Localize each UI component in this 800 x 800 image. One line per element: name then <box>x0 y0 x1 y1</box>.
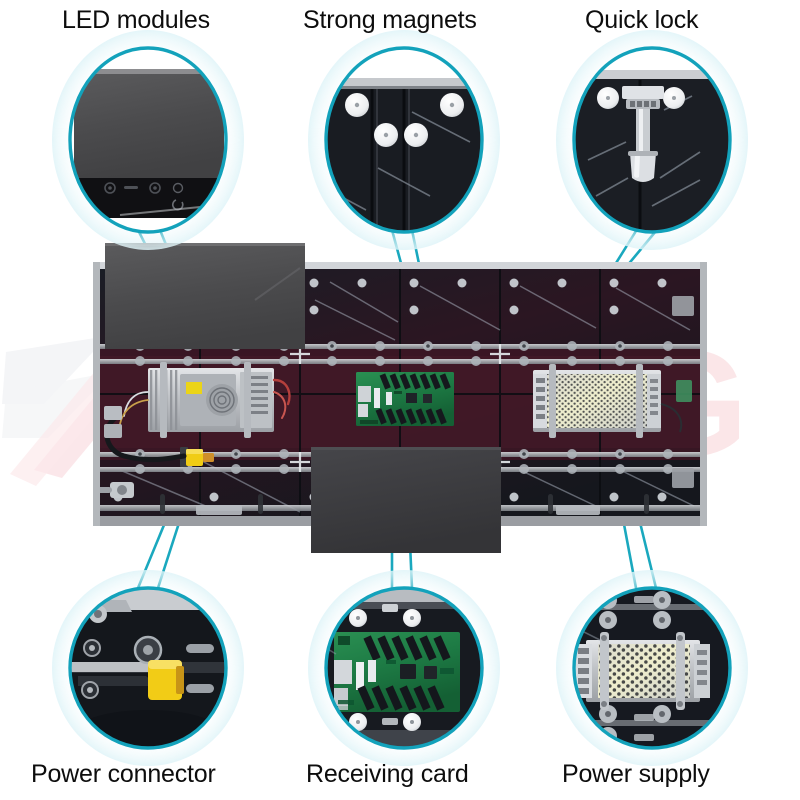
callout-ring-led <box>68 46 228 234</box>
label-strong-magnets: Strong magnets <box>303 6 477 34</box>
callout-ring-pconn <box>68 586 228 750</box>
magnet-pucks <box>345 93 464 147</box>
led-module-bottom-center <box>311 447 501 553</box>
led-module-top-left <box>105 243 305 349</box>
receiving-card <box>356 372 454 426</box>
label-receiving-card: Receiving card <box>306 760 469 788</box>
callout-power-supply[interactable] <box>572 586 732 750</box>
callout-ring-qlock <box>572 46 732 234</box>
psu-body <box>574 632 710 710</box>
callout-ring-magnets <box>324 46 484 234</box>
callout-ring-rcard <box>324 586 484 750</box>
aviation-connector <box>96 406 134 498</box>
label-led-modules: LED modules <box>62 6 210 34</box>
callout-quick-lock[interactable] <box>572 46 732 234</box>
callout-strong-magnets[interactable] <box>324 46 484 234</box>
side-connectors <box>672 296 694 488</box>
label-power-supply: Power supply <box>562 760 710 788</box>
callout-receiving-card[interactable] <box>324 586 484 750</box>
callout-power-connector[interactable] <box>68 586 228 750</box>
callout-led-modules[interactable] <box>68 46 228 234</box>
module-edge-screws <box>104 182 161 194</box>
quick-lock-mechanism <box>622 86 664 182</box>
label-quick-lock: Quick lock <box>585 6 699 34</box>
receiving-card-pcb <box>334 632 460 712</box>
label-power-connector: Power connector <box>31 760 216 788</box>
power-supply-left <box>119 362 291 438</box>
power-supply-right <box>533 364 683 438</box>
callout-ring-psupply <box>572 586 732 750</box>
yellow-connector <box>148 660 184 700</box>
